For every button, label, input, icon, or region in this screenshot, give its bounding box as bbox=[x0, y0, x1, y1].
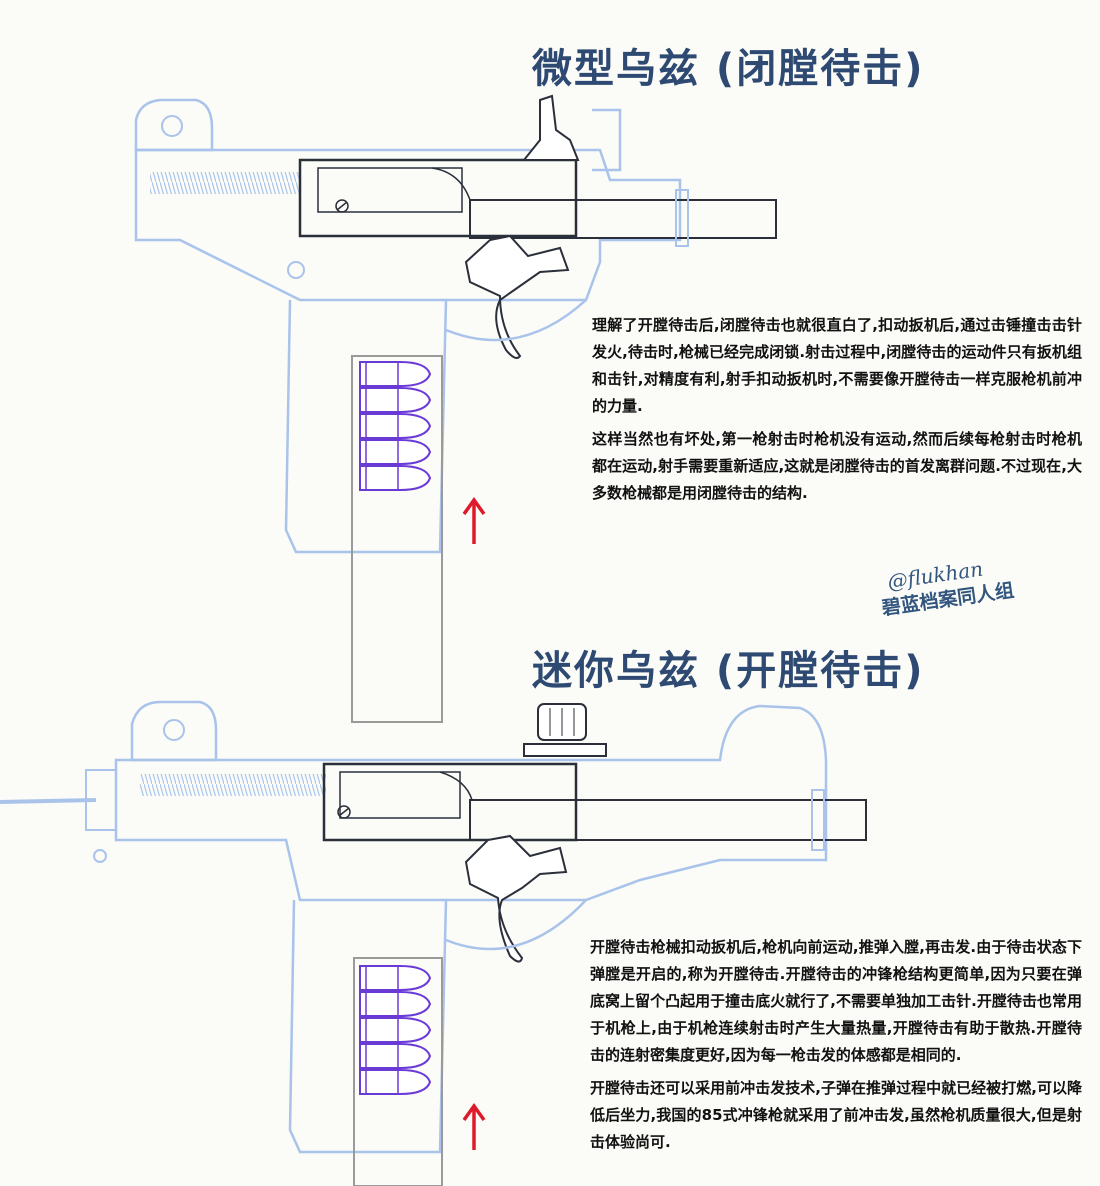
cartridge bbox=[359, 465, 431, 491]
receiver-outline bbox=[134, 148, 682, 302]
recoil-spring bbox=[140, 774, 326, 796]
folding-stock bbox=[0, 798, 97, 804]
trigger-group bbox=[464, 834, 568, 963]
recoil-spring bbox=[150, 172, 300, 194]
cartridge bbox=[359, 1043, 431, 1069]
cartridge bbox=[359, 439, 431, 465]
paragraph: 这样当然也有坏处,第一枪射击时枪机没有运动,然而后续每枪射击时枪机都在运动,射手… bbox=[592, 430, 1082, 502]
paragraph: 开膛待击枪械扣动扳机后,枪机向前运动,推弹入膛,再击发.由于待击状态下弹膛是开启… bbox=[590, 938, 1082, 1064]
cartridge bbox=[359, 1017, 431, 1043]
micro-uzi-diagram bbox=[134, 94, 777, 723]
cartridge bbox=[359, 413, 431, 439]
cartridge-stack bbox=[359, 361, 431, 491]
micro-uzi-description: 理解了开膛待击后,闭膛待击也就很直白了,扣动扳机后,通过击锤撞击击针发火,待击时… bbox=[592, 312, 1082, 513]
bolt bbox=[322, 762, 578, 842]
feed-arrow bbox=[462, 1102, 486, 1150]
paragraph: 开膛待击还可以采用前冲击发技术,子弹在推弹过程中就已经被打燃,可以降低后坐力,我… bbox=[590, 1079, 1082, 1151]
cartridge bbox=[359, 965, 431, 991]
cocking-knob bbox=[523, 703, 607, 757]
cartridge bbox=[359, 361, 431, 387]
feed-arrow bbox=[462, 496, 486, 544]
cartridge bbox=[359, 991, 431, 1017]
mini-uzi-description: 开膛待击枪械扣动扳机后,枪机向前运动,推弹入膛,再击发.由于待击状态下弹膛是开启… bbox=[590, 934, 1082, 1162]
rear-sight-outline bbox=[134, 98, 214, 152]
bolt bbox=[298, 158, 578, 238]
mini-uzi-diagram bbox=[0, 700, 867, 1186]
trigger-group bbox=[464, 234, 570, 359]
cocking-handle bbox=[521, 94, 580, 161]
receiver-outline bbox=[114, 704, 828, 902]
barrel bbox=[469, 199, 777, 239]
cartridge bbox=[359, 1069, 431, 1095]
cartridge bbox=[359, 387, 431, 413]
barrel bbox=[469, 799, 867, 841]
magazine bbox=[351, 355, 443, 723]
cartridge-stack bbox=[359, 965, 431, 1095]
micro-uzi-title: 微型乌兹 (闭膛待击) bbox=[532, 46, 925, 92]
mini-uzi-title: 迷你乌兹 (开膛待击) bbox=[532, 648, 925, 694]
paragraph: 理解了开膛待击后,闭膛待击也就很直白了,扣动扳机后,通过击锤撞击击针发火,待击时… bbox=[592, 316, 1082, 415]
magazine bbox=[353, 957, 443, 1186]
